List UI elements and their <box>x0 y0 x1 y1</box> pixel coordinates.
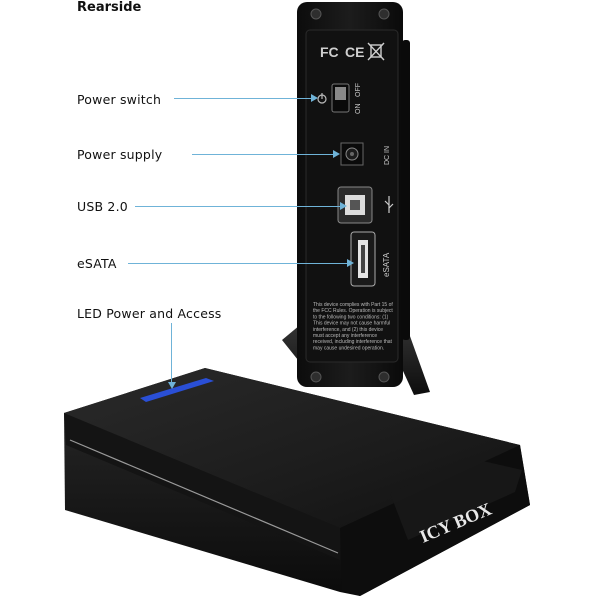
screw-icon <box>310 8 322 20</box>
compliance-line: This device may not cause harmful <box>313 321 390 327</box>
label-led: LED Power and Access <box>77 306 222 321</box>
leader-usb <box>135 206 341 207</box>
leader-led <box>171 323 172 383</box>
tower-side <box>402 40 410 340</box>
compliance-line: received, including interference that <box>313 339 393 345</box>
label-esata: eSATA <box>77 256 117 271</box>
leader-power-switch <box>174 98 312 99</box>
screw-icon <box>310 371 322 383</box>
compliance-line: the FCC Rules. Operation is subject <box>313 308 393 314</box>
page-title: Rearside <box>77 0 142 15</box>
compliance-line: interference, and (2) this device <box>313 327 383 333</box>
screw-icon <box>378 371 390 383</box>
arrowhead <box>311 94 318 102</box>
label-power-supply: Power supply <box>77 147 163 162</box>
ce-mark: CE <box>345 44 364 60</box>
weee-icon <box>367 42 385 61</box>
label-usb: USB 2.0 <box>77 199 128 214</box>
label-power-switch: Power switch <box>77 92 162 107</box>
dc-in-label: DC IN <box>384 146 391 165</box>
esata-port <box>350 231 376 287</box>
compliance-line: to the following two conditions: (1) <box>313 314 389 320</box>
arrowhead <box>347 259 354 267</box>
led-indicator <box>140 378 214 402</box>
usb-icon <box>384 196 394 213</box>
fcc-mark: FC <box>320 44 339 60</box>
esata-port-label: eSATA <box>382 252 391 277</box>
silver-stripe <box>69 439 339 554</box>
compliance-text: This device complies with Part 15 ofthe … <box>313 302 393 351</box>
arrowhead <box>340 202 347 210</box>
leader-power-supply <box>192 154 334 155</box>
switch-off-label: OFF <box>355 83 362 97</box>
arrowhead <box>168 382 176 389</box>
usb-port <box>337 186 373 224</box>
compliance-line: may cause undesired operation. <box>313 345 384 351</box>
compliance-line: must accept any interference <box>313 333 377 339</box>
screw-icon <box>378 8 390 20</box>
leader-esata <box>128 263 348 264</box>
arrowhead <box>333 150 340 158</box>
switch-on-label: ON <box>355 104 362 115</box>
power-switch <box>317 83 350 113</box>
compliance-line: This device complies with Part 15 of <box>313 302 393 308</box>
dc-in-port <box>340 142 364 166</box>
